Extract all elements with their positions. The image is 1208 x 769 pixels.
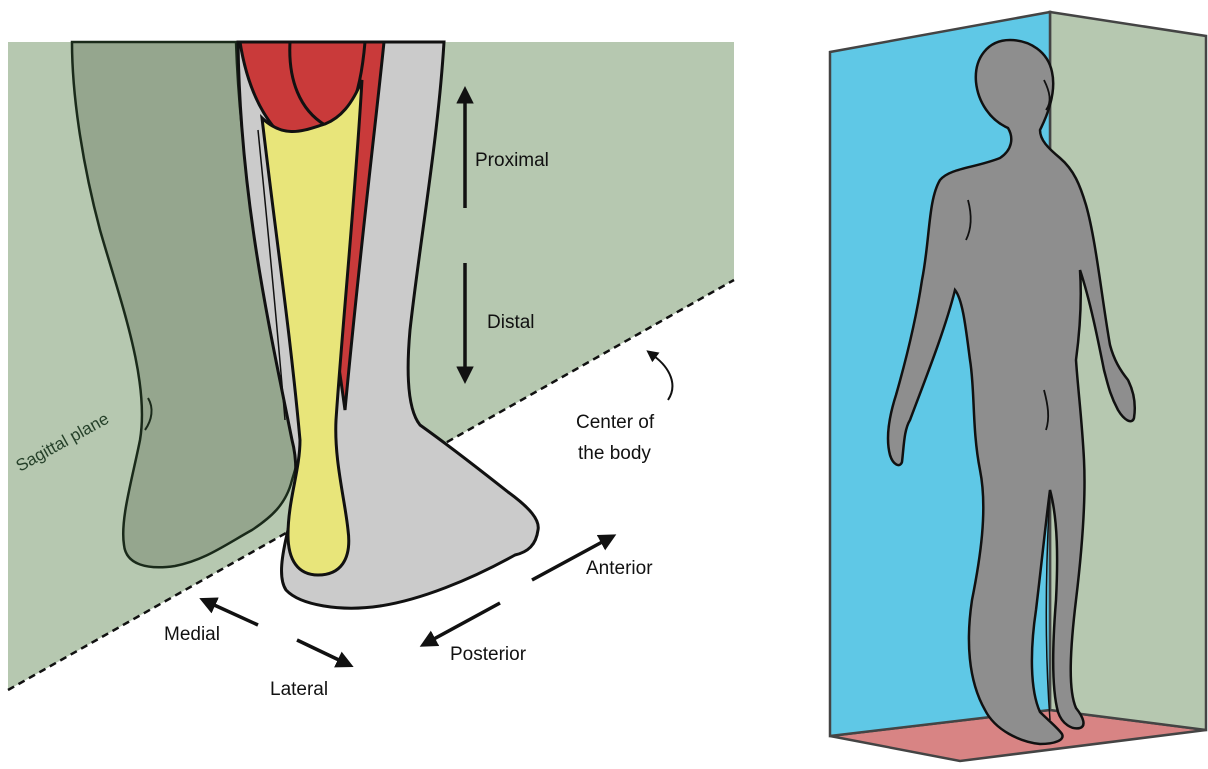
center-label-line1: Center of — [576, 412, 655, 433]
center-label-line2: the body — [578, 443, 651, 464]
medial-label: Medial — [164, 624, 220, 645]
posterior-arrow — [432, 603, 500, 640]
lateral-label: Lateral — [270, 679, 328, 700]
lateral-arrow — [297, 640, 341, 661]
planes-panel — [830, 12, 1206, 761]
center-curved-arrow — [654, 356, 672, 400]
posterior-label: Posterior — [450, 644, 527, 665]
leg-panel: Proximal Distal Center of the body Sagit… — [8, 42, 734, 700]
proximal-label: Proximal — [475, 150, 549, 171]
medial-arrow — [212, 604, 258, 625]
anterior-label: Anterior — [586, 558, 653, 579]
distal-label: Distal — [487, 312, 535, 333]
